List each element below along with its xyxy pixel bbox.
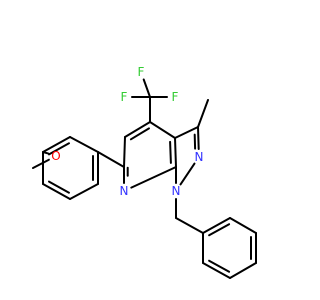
bond-20 [42, 136, 71, 153]
bond-5 [149, 121, 176, 139]
bond-20-inner [48, 142, 70, 156]
atom-labels: F F F O N N N [51, 65, 203, 198]
atom-n-pyrazole-2: N [195, 150, 204, 164]
bond-27 [229, 217, 257, 234]
bond-0 [124, 121, 151, 138]
bond-18 [42, 183, 71, 200]
atom-f-right: F [172, 90, 179, 104]
bond-30-inner [208, 259, 231, 273]
bond-7 [197, 126, 200, 150]
bond-8 [179, 162, 196, 186]
atom-n-pyrazole-1: N [172, 184, 181, 198]
bond-3 [130, 166, 177, 189]
atom-f-left: F [121, 90, 128, 104]
atom-n-pyridine: N [120, 184, 129, 198]
atom-o-methoxy: O [51, 149, 60, 163]
bond-21 [69, 136, 99, 153]
bond-29 [229, 262, 257, 279]
bond-0-inner [129, 127, 150, 141]
bond-6 [174, 126, 199, 139]
bond-18-inner [48, 180, 70, 194]
bond-4 [174, 137, 177, 168]
bond-17 [69, 183, 99, 200]
bond-30 [202, 262, 231, 279]
molecule-structure: F F F O N N N [32, 65, 257, 279]
bonds [32, 78, 257, 279]
bond-22 [42, 151, 50, 155]
bond-26-inner [208, 223, 231, 237]
bond-1 [123, 136, 126, 168]
atom-f-top: F [138, 65, 145, 79]
bond-4-inner [169, 140, 172, 164]
bond-26 [202, 217, 231, 234]
bond-15 [97, 151, 125, 168]
bond-11 [142, 78, 151, 98]
bond-23 [32, 158, 50, 169]
bond-14 [197, 99, 209, 128]
bond-25 [175, 217, 204, 234]
